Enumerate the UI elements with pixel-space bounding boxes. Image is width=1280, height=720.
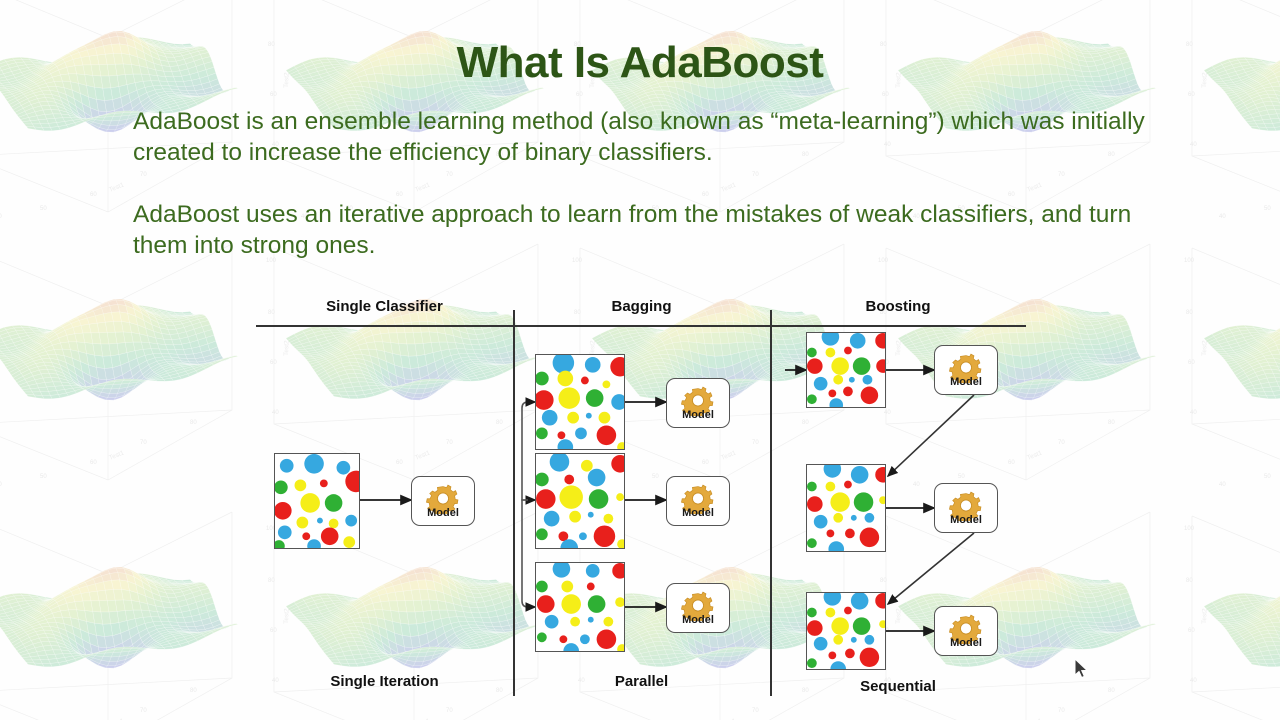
- model-box-boosting-3[interactable]: Model: [934, 606, 998, 656]
- model-label: Model: [427, 507, 459, 519]
- column-footer-parallel: Parallel: [513, 673, 770, 690]
- background-tile: 1008060408070605040Test1Test2: [1164, 228, 1280, 496]
- model-label: Model: [682, 409, 714, 421]
- column-divider-1: [513, 310, 515, 696]
- model-box-single-1[interactable]: Model: [411, 476, 475, 526]
- ensemble-methods-diagram: Single Classifier Bagging Boosting: [256, 298, 1026, 696]
- model-label: Model: [682, 614, 714, 626]
- model-label: Model: [950, 376, 982, 388]
- model-label: Model: [950, 514, 982, 526]
- gear-icon: [681, 386, 714, 416]
- data-box-bagging-3: [535, 562, 625, 652]
- model-box-bagging-2[interactable]: Model: [666, 476, 730, 526]
- data-box-bagging-2: [535, 453, 625, 549]
- gear-icon: [681, 484, 714, 514]
- page-title: What Is AdaBoost: [0, 38, 1280, 88]
- slide-body-text: AdaBoost is an ensemble learning method …: [133, 106, 1173, 261]
- data-box-boosting-1: [806, 332, 886, 408]
- gear-icon: [949, 491, 982, 521]
- gear-icon: [426, 484, 459, 514]
- data-box-boosting-2: [806, 464, 886, 552]
- paragraph-2: AdaBoost uses an iterative approach to l…: [133, 199, 1173, 261]
- gear-icon: [949, 614, 982, 644]
- background-tile: 1008060408070605040Test1Test2: [0, 496, 246, 720]
- background-tile: 1008060408070605040Test1Test2: [0, 228, 246, 496]
- background-tile: 1008060408070605040Test1Test2: [1164, 0, 1280, 228]
- header-divider-rule: [256, 325, 1026, 327]
- data-box-single-1: [274, 453, 360, 549]
- column-footer-single-iteration: Single Iteration: [256, 673, 513, 690]
- data-box-boosting-3: [806, 592, 886, 670]
- model-label: Model: [950, 637, 982, 649]
- column-divider-2: [770, 310, 772, 696]
- column-footer-sequential: Sequential: [770, 678, 1026, 695]
- model-label: Model: [682, 507, 714, 519]
- column-header-single-classifier: Single Classifier: [256, 298, 513, 315]
- model-box-boosting-2[interactable]: Model: [934, 483, 998, 533]
- column-header-boosting: Boosting: [770, 298, 1026, 315]
- column-header-bagging: Bagging: [513, 298, 770, 315]
- paragraph-1: AdaBoost is an ensemble learning method …: [133, 106, 1173, 168]
- mouse-pointer-icon: [1074, 658, 1089, 679]
- model-box-bagging-1[interactable]: Model: [666, 378, 730, 428]
- data-box-bagging-1: [535, 354, 625, 450]
- gear-icon: [681, 591, 714, 621]
- gear-icon: [949, 353, 982, 383]
- model-box-bagging-3[interactable]: Model: [666, 583, 730, 633]
- diagram-arrows: [360, 364, 975, 637]
- model-box-boosting-1[interactable]: Model: [934, 345, 998, 395]
- background-tile: 1008060408070605040Test1Test2: [1164, 496, 1280, 720]
